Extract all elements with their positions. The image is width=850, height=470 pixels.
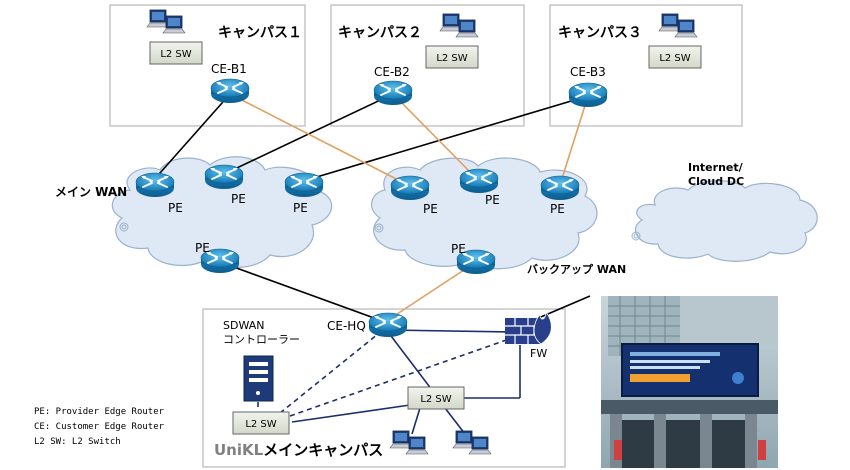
pe-label: PE [423,202,438,216]
hq-links [291,329,521,435]
campus3-l2-switch: L2 SW [648,45,702,69]
campus2-title: キャンパス２ [338,25,422,41]
svg-text:L2 SW: L2 SW [436,53,467,64]
svg-text:L2 SW: L2 SW [245,419,276,430]
building-photo [601,296,778,468]
svg-text:L2 SW: L2 SW [160,49,191,60]
legend-ce: CE: Customer Edge Router [34,422,165,432]
server-icon [243,355,274,402]
hq-center-l2-switch: L2 SW [407,386,465,410]
laptop-icon [468,436,492,455]
router-icon [459,168,499,194]
laptop-icon [674,19,698,38]
hq-router-label: CE-HQ [327,319,366,333]
svg-text:L2 SW: L2 SW [420,394,451,405]
legend-pe: PE: Provider Edge Router [34,407,165,417]
primary-links [151,93,591,329]
internet-label-line1: Internet/ [688,161,744,174]
firewall-label: FW [530,347,547,360]
campus-box-1 [109,4,306,127]
pe-label: PE [231,192,246,206]
campus3-title: キャンパス３ [558,25,642,41]
pe-label: PE [168,201,183,215]
router-icon [390,175,430,201]
router-icon [210,78,250,104]
svg-text:L2 SW: L2 SW [659,53,690,64]
router-icon [568,82,608,108]
sdwan-controller-label-line2: コントローラー [223,333,300,346]
internet-label-line2: Cloud DC [688,175,744,188]
pe-label: PE [550,202,565,216]
router-icon [540,175,580,201]
campus1-title: キャンパス１ [218,25,302,41]
router-icon [368,312,408,338]
router-icon [284,172,324,198]
main-wan-label: メイン WAN [55,185,127,199]
legend-l2sw: L2 SW: L2 Switch [34,437,121,447]
firewall-icon [505,310,552,345]
sdwan-links [257,333,513,417]
pe-label: PE [451,242,466,256]
campus2-l2-switch: L2 SW [425,45,479,69]
hq-campus-label: UniKLメインキャンパス [214,441,383,459]
router-icon [204,164,244,190]
campus1-router-label: CE-B1 [211,62,247,76]
laptop-icon [455,19,479,38]
pe-label: PE [293,201,308,215]
sdwan-controller-label-line1: SDWAN [223,319,264,332]
pe-label: PE [485,193,500,207]
campus1-l2-switch: L2 SW [149,41,203,65]
backup-links [229,93,589,323]
campus3-router-label: CE-B3 [570,65,606,79]
pe-label: PE [195,241,210,255]
laptop-icon [162,15,186,34]
router-icon [373,80,413,106]
internet-cloud [635,180,818,262]
laptop-icon [405,436,429,455]
hq-left-l2-switch: L2 SW [232,411,290,435]
campus2-router-label: CE-B2 [374,65,410,79]
backup-wan-label: バックアップ WAN [527,262,626,276]
router-icon [135,172,175,198]
